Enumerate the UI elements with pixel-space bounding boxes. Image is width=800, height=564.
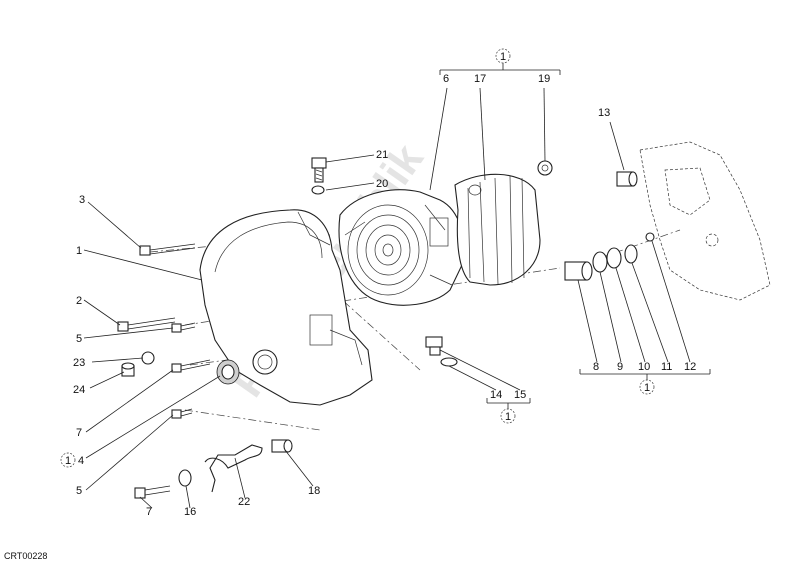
group-symbol-bottom: 1 (505, 411, 511, 423)
label-10: 10 (638, 361, 650, 373)
label-7-bottom: 7 (146, 506, 152, 518)
label-3: 3 (79, 194, 85, 206)
label-1: 1 (76, 245, 82, 257)
label-16: 16 (184, 506, 196, 518)
oil-seal-4 (216, 359, 240, 385)
ring-11 (624, 244, 638, 264)
label-18: 18 (308, 485, 320, 497)
label-7-left: 7 (76, 427, 82, 439)
drawing-code: CRT00228 (4, 551, 47, 561)
washer-23 (141, 351, 155, 365)
label-24: 24 (73, 384, 85, 396)
bolt-7-upper (171, 359, 211, 373)
label-5-upper: 5 (76, 333, 82, 345)
sleeve-18 (271, 439, 293, 453)
nut-19 (537, 160, 553, 176)
group-symbol-left: 1 (65, 455, 71, 467)
label-9: 9 (617, 361, 623, 373)
oil-plug-15 (425, 336, 443, 356)
ring-10 (606, 247, 622, 269)
label-15: 15 (514, 389, 526, 401)
label-2: 2 (76, 295, 82, 307)
clutch-cover (199, 209, 373, 406)
group-symbol-right: 1 (644, 382, 650, 394)
label-23: 23 (73, 357, 85, 369)
label-21: 21 (376, 149, 388, 161)
o-ring-14 (440, 357, 458, 367)
label-11: 11 (661, 361, 672, 373)
bolt-7-lower (134, 485, 171, 499)
bushing-13 (616, 171, 638, 187)
engine-case-fragment (639, 141, 771, 301)
label-4: 4 (78, 455, 84, 467)
label-12: 12 (684, 361, 696, 373)
label-6: 6 (443, 73, 449, 85)
label-14: 14 (490, 389, 502, 401)
sensor-21 (311, 157, 327, 183)
clip-22 (204, 444, 263, 493)
label-8: 8 (593, 361, 599, 373)
label-5-lower: 5 (76, 485, 82, 497)
group-bracket-bottom: 1 (486, 398, 531, 424)
bolt-3 (139, 243, 196, 256)
plug-24 (121, 362, 135, 377)
clutch-drum (454, 173, 541, 286)
label-19: 19 (538, 73, 550, 85)
label-17: 17 (474, 73, 486, 85)
part-labels: 1 2 3 4 5 5 6 7 7 8 9 10 11 12 13 14 15 … (73, 73, 696, 518)
bolt-2 (117, 317, 176, 332)
group-symbol-left-wrap: 1 (60, 452, 76, 468)
label-22: 22 (238, 496, 250, 508)
label-20: 20 (376, 178, 388, 190)
group-bracket-right: 1 (579, 369, 711, 395)
label-13: 13 (598, 107, 610, 119)
ring-12 (645, 232, 655, 242)
clutch-plate (338, 189, 465, 306)
ring-9 (592, 251, 608, 273)
group-bracket-top: 1 (439, 48, 561, 75)
leader-lines (83, 87, 691, 509)
bushing-8 (564, 261, 593, 281)
washer-16 (178, 469, 192, 487)
bolt-5-lower (171, 408, 193, 419)
washer-20 (311, 185, 325, 195)
group-symbol-top: 1 (500, 51, 506, 63)
